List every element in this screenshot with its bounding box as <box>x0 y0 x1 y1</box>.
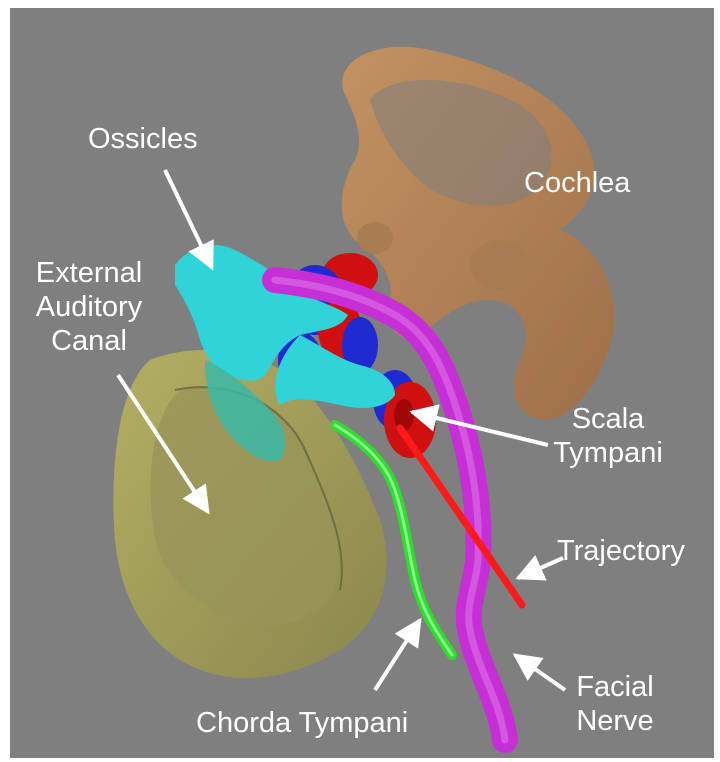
facial-nerve-arrow <box>515 655 565 690</box>
label-scala-line1: Scala <box>548 402 668 436</box>
label-eac-line3: Canal <box>14 324 164 358</box>
label-external-auditory-canal: External Auditory Canal <box>14 256 164 358</box>
label-eac-line1: External <box>14 256 164 290</box>
label-ossicles: Ossicles <box>88 122 198 156</box>
label-scala-tympani: Scala Tympani <box>548 402 668 470</box>
cochlea-structure <box>342 47 615 420</box>
label-cochlea: Cochlea <box>524 166 630 200</box>
label-facial-line1: Facial <box>560 670 670 704</box>
label-scala-line2: Tympani <box>548 436 668 470</box>
label-chorda-tympani: Chorda Tympani <box>196 706 408 740</box>
label-facial-nerve: Facial Nerve <box>560 670 670 738</box>
label-eac-line2: Auditory <box>14 290 164 324</box>
label-facial-line2: Nerve <box>560 704 670 738</box>
chorda-tympani-arrow <box>375 620 420 690</box>
label-trajectory: Trajectory <box>557 534 685 568</box>
